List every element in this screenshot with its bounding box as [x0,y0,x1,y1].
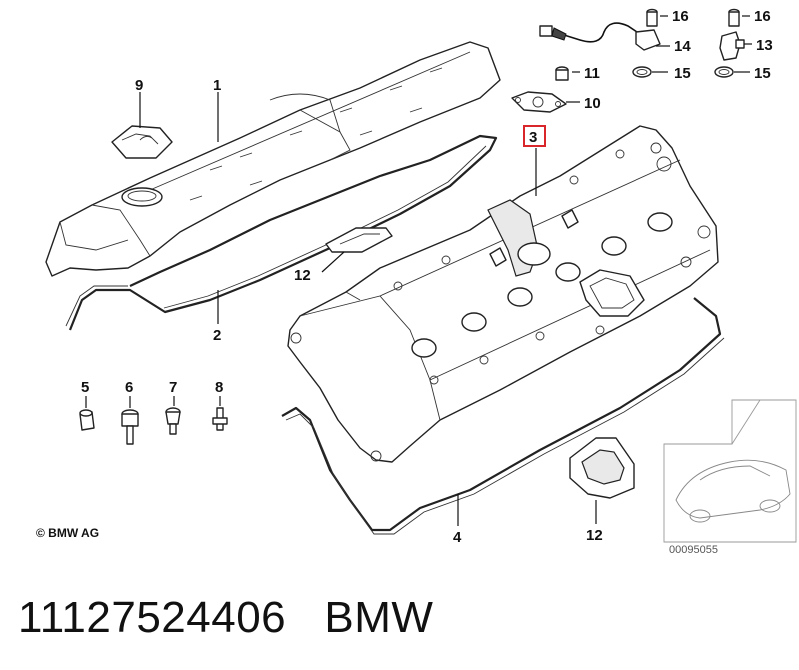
part-4-gasket [281,297,725,535]
callout-5: 5 [81,379,89,396]
callout-6: 6 [125,379,133,396]
part-5-plug [79,409,95,431]
part-16-bolt-b [728,8,740,27]
part-7-bolt [165,407,181,435]
part-13-sensor [719,31,745,61]
highlight-box-part-3 [523,125,546,147]
callout-12-lower: 12 [586,527,603,544]
leader-lines [85,15,752,526]
callout-16-right: 16 [754,8,771,25]
callout-4: 4 [453,529,462,546]
part-10-gasket-plate [511,91,567,113]
vehicle-thumbnail [663,399,797,543]
brand-name: BMW [324,593,434,642]
part-15-washer-b [714,66,734,78]
part-15-washer-a [632,66,652,78]
copyright-notice: © BMW AG [36,526,100,540]
part-16-bolt-a [646,8,658,27]
callout-15-right: 15 [754,65,771,82]
part-9-filler-cap [111,125,173,159]
part-8-stud [212,407,228,431]
part-12-seal-lower [569,437,635,499]
part-caption: 11127524406 BMW [18,588,433,648]
exploded-parts-diagram: 1 9 2 3 4 12 12 5 6 7 8 11 10 14 15 16 1… [45,8,797,546]
part-14-sensor [539,22,661,51]
callout-13: 13 [756,37,773,54]
part-6-bolt [121,409,139,445]
callout-7: 7 [169,379,177,396]
callout-2: 2 [213,327,221,344]
callout-1: 1 [213,77,221,94]
callout-15-left: 15 [674,65,691,82]
callout-12-upper: 12 [294,267,311,284]
callout-16-left: 16 [672,8,689,25]
callout-9: 9 [135,77,143,94]
callout-10: 10 [584,95,601,112]
figure-id: 00095055 [669,544,718,556]
callout-11: 11 [584,65,600,82]
part-number: 11127524406 [18,593,287,642]
part-1-engine-cover [45,41,501,277]
callout-8: 8 [215,379,223,396]
callout-3: 3 [529,129,537,146]
part-12-seal-upper [325,227,393,253]
callouts: 1 9 2 3 4 12 12 5 6 7 8 11 10 14 15 16 1… [81,8,773,546]
part-11-bolt [555,66,569,81]
part-3-cylinder-head-cover [287,125,719,463]
callout-14: 14 [674,38,691,55]
